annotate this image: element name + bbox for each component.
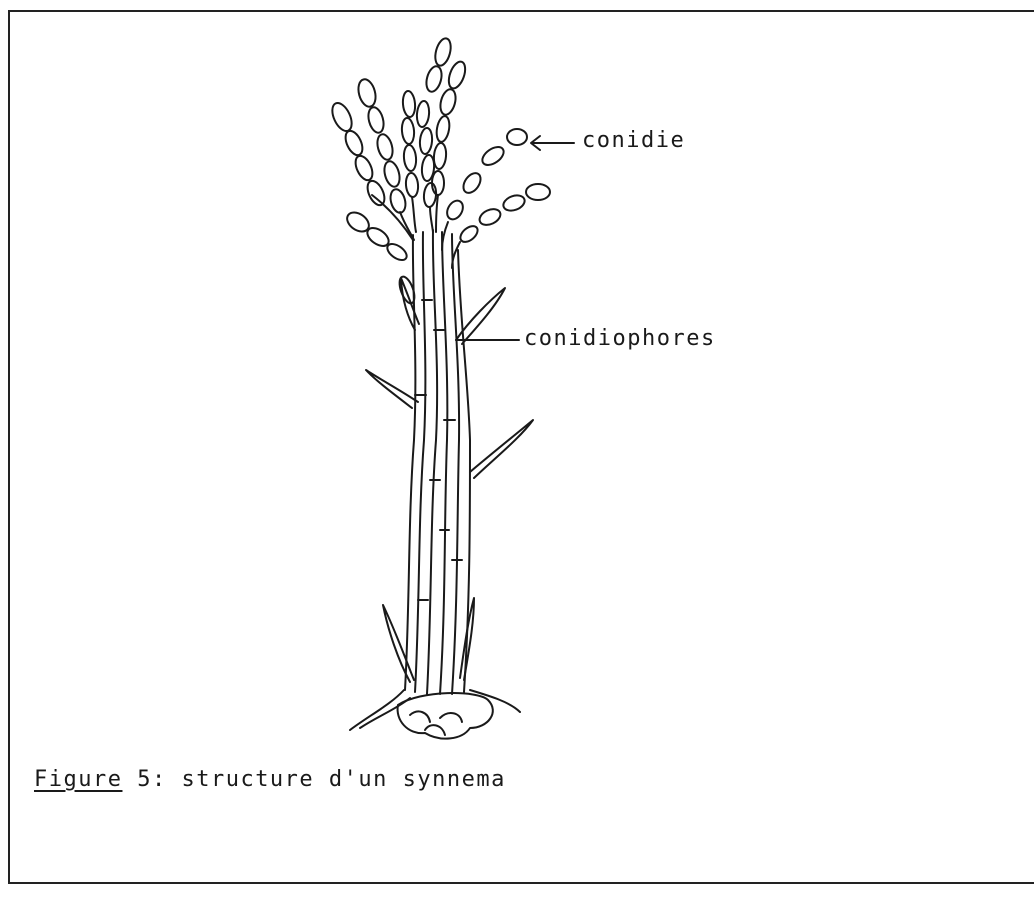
- label-conidiophores: conidiophores: [524, 326, 716, 351]
- figure-caption: Figure 5: structure d'un synnema: [34, 767, 506, 792]
- label-conidie: conidie: [582, 128, 685, 153]
- side-conidiophores: [366, 278, 533, 682]
- caption-figure-word: Figure: [34, 767, 122, 792]
- caption-text: 5: structure d'un synnema: [122, 767, 505, 792]
- synnema-base: [350, 690, 520, 739]
- conidial-chains: [328, 37, 550, 306]
